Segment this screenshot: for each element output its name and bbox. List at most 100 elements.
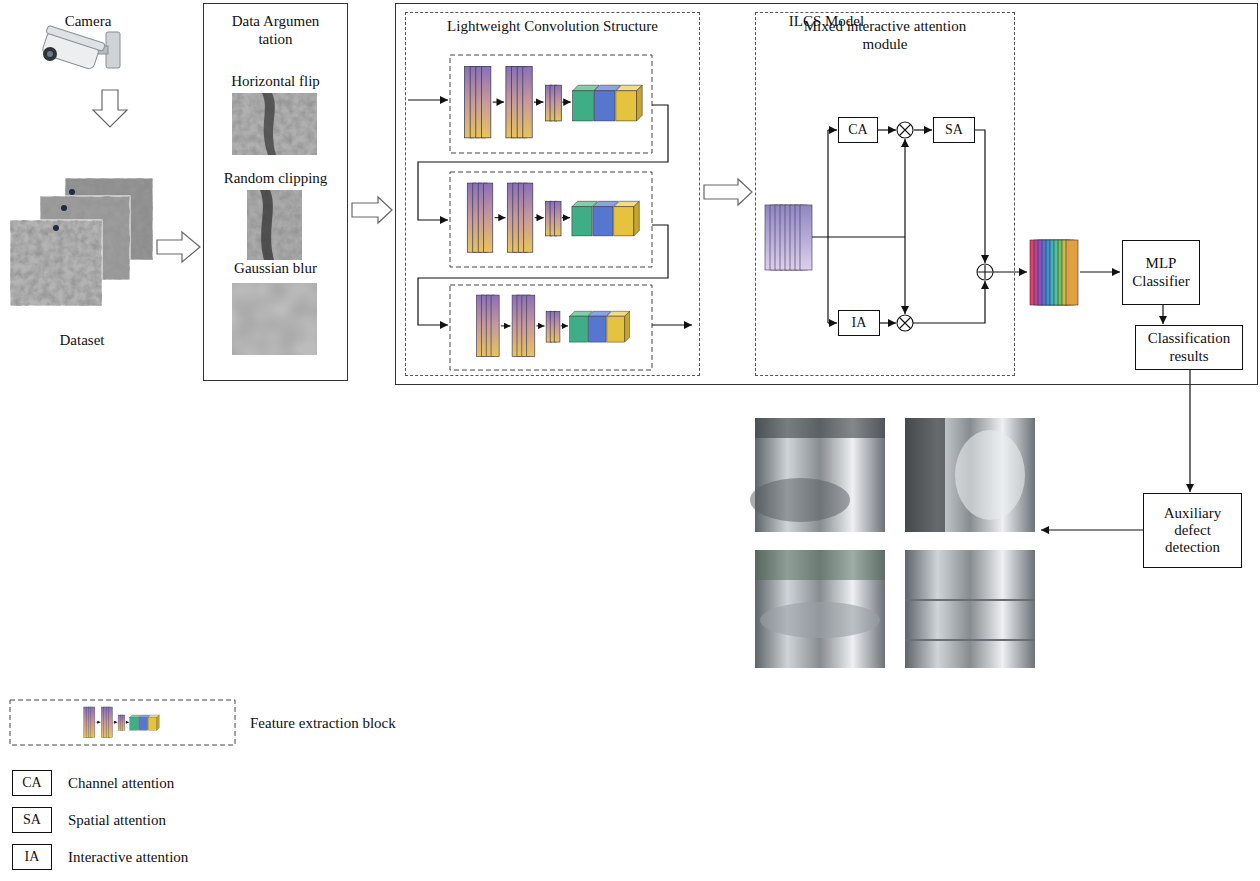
box-label: MLP Classifier (1126, 255, 1196, 290)
operator-symbols (897, 315, 913, 331)
process-box: MLP Classifier (1122, 240, 1200, 305)
connector-line (914, 129, 932, 130)
flow-line (1080, 271, 1120, 272)
attention-lines (828, 322, 837, 323)
feature-extraction-blocks (450, 55, 652, 370)
legend-text: Feature extraction block (250, 714, 396, 732)
dataset-images (10, 220, 102, 306)
legend-text: Interactive attention (68, 848, 188, 866)
attention-lines (828, 129, 837, 130)
item-label: Horizontal flip (206, 72, 346, 90)
legend-box-label: CA (12, 770, 52, 796)
steel-coil-photos (750, 478, 850, 522)
process-box: SA (933, 117, 975, 143)
operator-symbols (897, 122, 993, 331)
module-group: Mixed interactive attention moduleCASAIA (755, 12, 1015, 376)
legend-text: Channel attention (68, 774, 174, 792)
process-box: Auxiliary defect detection (1143, 493, 1242, 568)
camera-icon (46, 25, 106, 51)
flow-arrow (704, 179, 752, 205)
camera-icon (39, 25, 120, 71)
connector (704, 179, 752, 205)
box-label: Classification results (1139, 330, 1239, 365)
block-flow-lines (418, 225, 668, 325)
model-panel: ILCS ModelLightweight Convolution Struct… (395, 3, 1258, 385)
steel-coil-photos (750, 418, 1035, 668)
box-label: IA (852, 315, 867, 331)
block-flow-lines (418, 105, 668, 220)
box-label: Auxiliary defect detection (1147, 505, 1238, 557)
figure-label: Camera (48, 12, 128, 30)
connector-line (1189, 370, 1190, 492)
augmentation-images (232, 93, 317, 155)
feature-map-stack (800, 205, 812, 270)
legend-box-label: IA (12, 844, 52, 870)
augmentation-images (247, 190, 302, 260)
block-flow-lines (652, 324, 692, 325)
dataset-images (53, 225, 59, 231)
legend-box-label: SA (12, 807, 52, 833)
steel-coil-photos (755, 418, 885, 438)
connector-line (1162, 305, 1163, 324)
feature-map-stack (765, 205, 812, 270)
attention-lines (880, 322, 896, 323)
camera-icon (39, 25, 105, 71)
attention-lines (827, 130, 828, 323)
block-flow-lines (408, 100, 692, 325)
operator-symbols (897, 122, 913, 138)
connector (1163, 305, 1164, 324)
attention-lines (904, 237, 905, 314)
dataset-images (10, 178, 153, 306)
connector (1190, 370, 1191, 492)
group-title: Data Argumen tation (226, 12, 326, 48)
box-label: SA (945, 122, 963, 138)
steel-coil-photos (905, 550, 1035, 668)
steel-coil-photos (755, 550, 885, 668)
augmentation-panel: Data Argumen tationHorizontal flipRandom… (203, 3, 348, 381)
operator-symbols (900, 318, 911, 329)
operator-symbols (978, 265, 992, 279)
attention-lines (975, 130, 985, 263)
augmentation-images (232, 93, 317, 155)
feature-extraction-blocks (450, 172, 652, 267)
item-label: Gaussian blur (206, 259, 346, 277)
feature-extraction-blocks (467, 183, 639, 252)
attention-lines (904, 139, 905, 237)
operator-symbols (900, 125, 911, 136)
legend-sample (10, 700, 235, 745)
figure-label: Dataset (42, 331, 122, 349)
connector (352, 197, 392, 223)
flow-arrow (157, 232, 200, 262)
camera-icon (43, 47, 57, 61)
block-flow-lines (408, 99, 448, 100)
group-title: Lightweight Convolution Structure (413, 17, 693, 35)
connector (878, 130, 932, 131)
augmentation-images (232, 283, 317, 355)
attention-lines (913, 281, 985, 323)
flow-arrow (352, 197, 392, 223)
process-box: Classification results (1135, 325, 1243, 370)
feature-extraction-blocks (450, 55, 652, 153)
steel-coil-photos (755, 550, 885, 580)
feature-extraction-blocks (465, 66, 643, 137)
feature-extraction-blocks (450, 285, 652, 370)
output-feature-map (1030, 240, 1078, 305)
steel-coil-photos (905, 418, 945, 532)
steel-coil-photos (955, 430, 1025, 520)
connector-line (878, 129, 896, 130)
flow-line (1041, 529, 1143, 530)
dataset-images (69, 189, 75, 195)
process-box: IA (838, 310, 880, 336)
group-title: Mixed interactive attention module (783, 17, 988, 53)
output-feature-map (1066, 240, 1078, 305)
structure-group: Lightweight Convolution Structure (405, 12, 700, 376)
legend-sample (84, 707, 160, 737)
legend-text: Spatial attention (68, 811, 166, 829)
attention-lines (993, 271, 1027, 272)
dataset-images (61, 205, 67, 211)
augmentation-images (262, 93, 276, 155)
steel-coil-photos (760, 602, 880, 638)
